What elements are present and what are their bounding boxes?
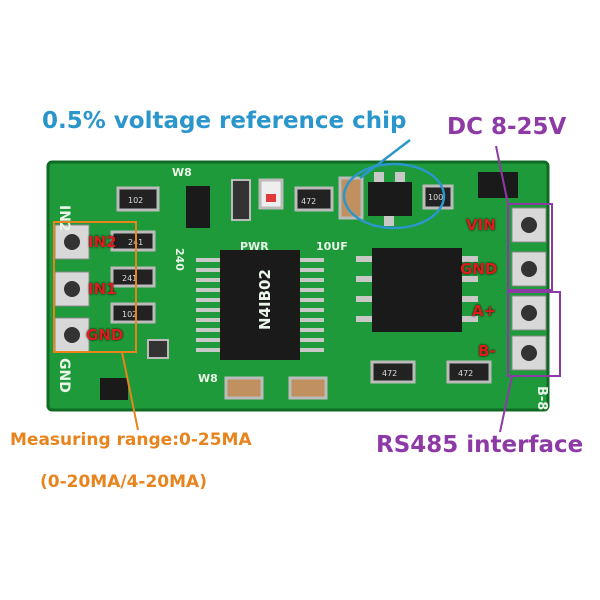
silk-241b: 241 (122, 274, 137, 283)
silk-w8-top: W8 (172, 166, 192, 179)
measuring-range-leader (121, 351, 139, 431)
silk-model: N4IB02 (256, 269, 274, 330)
pin-label-a-plus: A+ (472, 302, 497, 320)
rs485-terminals-highlight (507, 291, 561, 377)
passive-components (110, 176, 492, 400)
silk-10uf: 10UF (316, 240, 348, 253)
silk-472b: 472 (382, 369, 397, 378)
measuring-range-callout: Measuring range:0-25MA (10, 430, 252, 450)
right-terminal-pads (511, 207, 547, 371)
pin-label-gnd-left: GND (86, 326, 124, 344)
silk-pwr: PWR (240, 240, 269, 253)
silk-240: 240 (173, 248, 186, 271)
silk-100: 100 (428, 193, 443, 202)
input-terminals-highlight (53, 221, 137, 353)
pin-label-in2: IN2 (88, 233, 117, 251)
regulator-top (186, 186, 210, 228)
silk-gnd-left: GND (56, 358, 72, 393)
rs485-leader (499, 375, 513, 433)
voltage-reference-chip (368, 172, 412, 226)
silk-102b: 102 (122, 310, 137, 319)
component-bottom-left (100, 378, 128, 400)
measuring-modes-callout: (0-20MA/4-20MA) (40, 472, 207, 492)
silk-472c: 472 (458, 369, 473, 378)
pin-label-vin: VIN (466, 216, 496, 234)
pin-label-gnd-right: GND (460, 260, 498, 278)
silk-w8-bottom: W8 (198, 372, 218, 385)
main-ic (196, 250, 324, 360)
silk-472a: 472 (301, 197, 316, 206)
dc-supply-callout: DC 8-25V (447, 114, 567, 140)
diode-top-right (478, 172, 518, 198)
rs485-transceiver-chip (356, 248, 478, 332)
rs485-callout: RS485 interface (376, 432, 584, 458)
silk-b8: B-8 (534, 386, 549, 410)
reference-chip-leader (359, 139, 411, 179)
reference-chip-callout: 0.5% voltage reference chip (42, 108, 407, 134)
reference-chip-highlight (342, 162, 446, 230)
pin-label-b-minus: B- (478, 342, 496, 360)
pin-label-in1: IN1 (88, 280, 117, 298)
dc-leader (495, 145, 509, 205)
silk-102a: 102 (128, 196, 143, 205)
silk-in2: IN2 (56, 205, 72, 232)
power-terminals-highlight (507, 203, 553, 291)
left-terminal-pads (54, 224, 90, 353)
